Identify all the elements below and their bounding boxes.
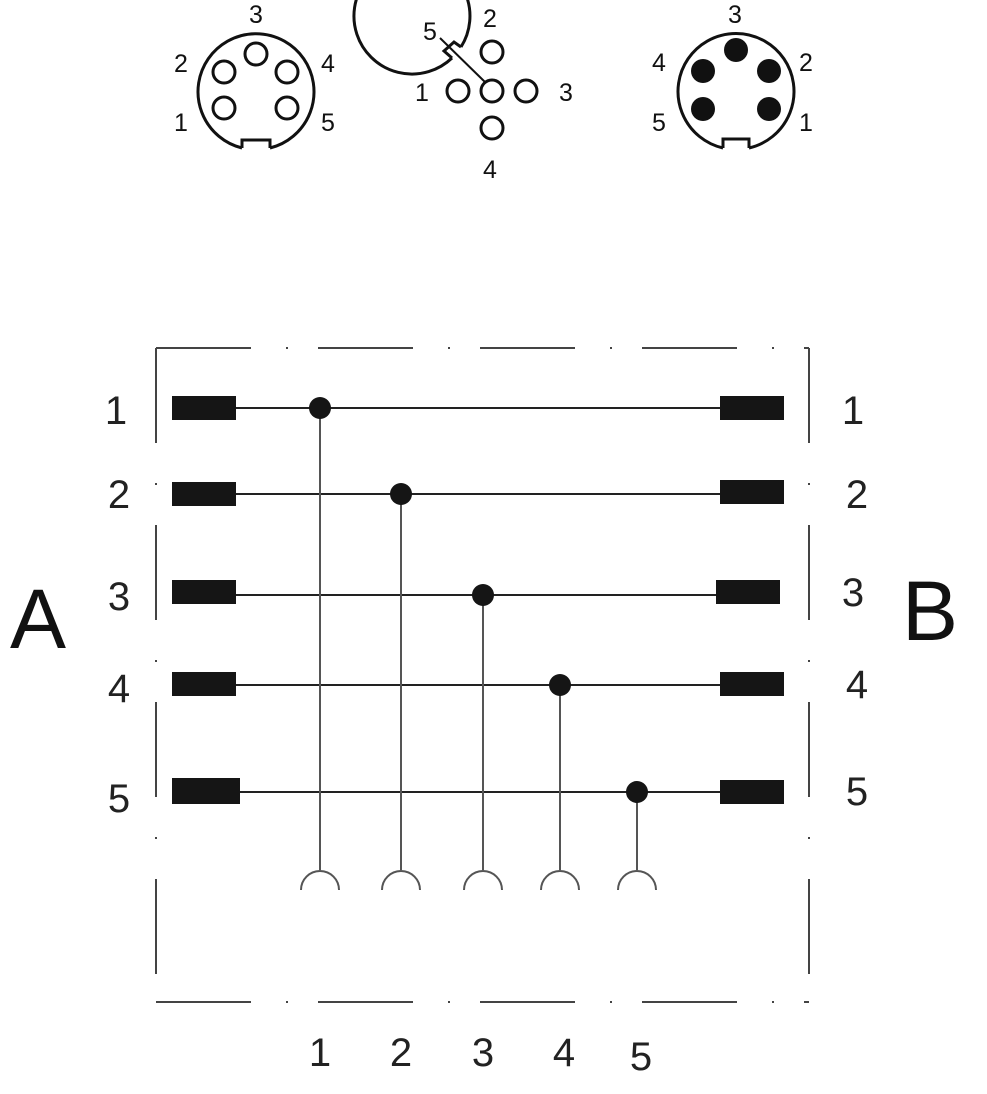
contact-pad-b5 (720, 780, 784, 804)
connector-body (676, 31, 796, 150)
row-label-a: 3 (108, 575, 130, 619)
pin-label: 2 (174, 50, 188, 78)
pin-socket (274, 95, 300, 121)
connector-key (240, 138, 272, 148)
pin-contact (691, 97, 715, 121)
vertical-drops (319, 408, 638, 870)
pin-socket (479, 78, 505, 104)
pin-label: 4 (652, 49, 666, 77)
side-a-label: A (10, 572, 66, 666)
output-label: 3 (472, 1031, 494, 1075)
pin-label: 4 (321, 50, 335, 78)
connector-body (196, 32, 316, 150)
pin-label: 5 (321, 109, 335, 137)
contact-pad-a4 (172, 672, 236, 696)
row-label-b: 2 (846, 473, 868, 517)
socket-arc-5 (617, 870, 657, 891)
row-label-b: 5 (846, 770, 868, 814)
row-label-a: 2 (108, 473, 130, 517)
pin-label: 5 (423, 18, 437, 46)
connector-female-left: 3 2 4 1 5 (174, 1, 335, 150)
socket-arc-1 (300, 870, 340, 891)
row-label-b: 3 (842, 571, 864, 615)
pin-socket (211, 59, 237, 85)
socket-arc-3 (463, 870, 503, 891)
pin-label: 1 (799, 109, 813, 137)
row-label-b: 1 (842, 389, 864, 433)
junction-dot-5 (626, 781, 648, 803)
pin-contact (691, 59, 715, 83)
connector-male-right: 3 4 2 5 1 (652, 1, 813, 150)
pin-label: 3 (559, 79, 573, 107)
junction-dot-3 (472, 584, 494, 606)
contact-pad-a2 (172, 482, 236, 506)
pin-contact (757, 97, 781, 121)
a-side-contacts (172, 396, 240, 804)
pin-label: 1 (174, 109, 188, 137)
side-b-label: B (902, 564, 958, 658)
pin-leader-line (439, 37, 487, 84)
pin-contact (757, 59, 781, 83)
connector-female-middle: 2 5 1 3 4 (352, 0, 573, 184)
pin-label: 5 (652, 109, 666, 137)
contact-pad-a3 (172, 580, 236, 604)
connector-key (721, 137, 751, 148)
junction-dot-1 (309, 397, 331, 419)
pin-socket (243, 41, 269, 67)
contact-pad-a1 (172, 396, 236, 420)
pin-label: 2 (483, 5, 497, 33)
pin-socket (211, 95, 237, 121)
contact-pad-b1 (720, 396, 784, 420)
output-label: 1 (309, 1031, 331, 1075)
pin-label: 2 (799, 49, 813, 77)
b-side-contacts (716, 396, 784, 804)
output-label: 5 (630, 1035, 652, 1079)
pin-label: 3 (728, 1, 742, 29)
output-sockets (300, 870, 657, 891)
junction-dot-4 (549, 674, 571, 696)
pin-label: 3 (249, 1, 263, 29)
socket-arc-4 (540, 870, 580, 891)
contact-pad-b4 (720, 672, 784, 696)
pin-socket (479, 115, 505, 141)
output-label: 2 (390, 1031, 412, 1075)
pin-contact (724, 38, 748, 62)
connector-body (352, 0, 472, 76)
contact-pad-b3 (716, 580, 780, 604)
pin-socket (274, 59, 300, 85)
contact-pad-b2 (720, 480, 784, 504)
row-label-b: 4 (846, 663, 868, 707)
contact-pad-a5 (172, 778, 240, 804)
pin-label: 1 (415, 79, 429, 107)
pin-socket (513, 78, 539, 104)
output-label: 4 (553, 1031, 575, 1075)
row-label-a: 4 (108, 667, 130, 711)
schematic-frame (155, 347, 810, 1003)
junction-dots (309, 397, 648, 803)
junction-dot-2 (390, 483, 412, 505)
pin-socket (445, 78, 471, 104)
row-label-a: 5 (108, 777, 130, 821)
pin-label: 4 (483, 156, 497, 184)
socket-arc-2 (381, 870, 421, 891)
row-label-a: 1 (105, 389, 127, 433)
pin-socket (479, 39, 505, 65)
